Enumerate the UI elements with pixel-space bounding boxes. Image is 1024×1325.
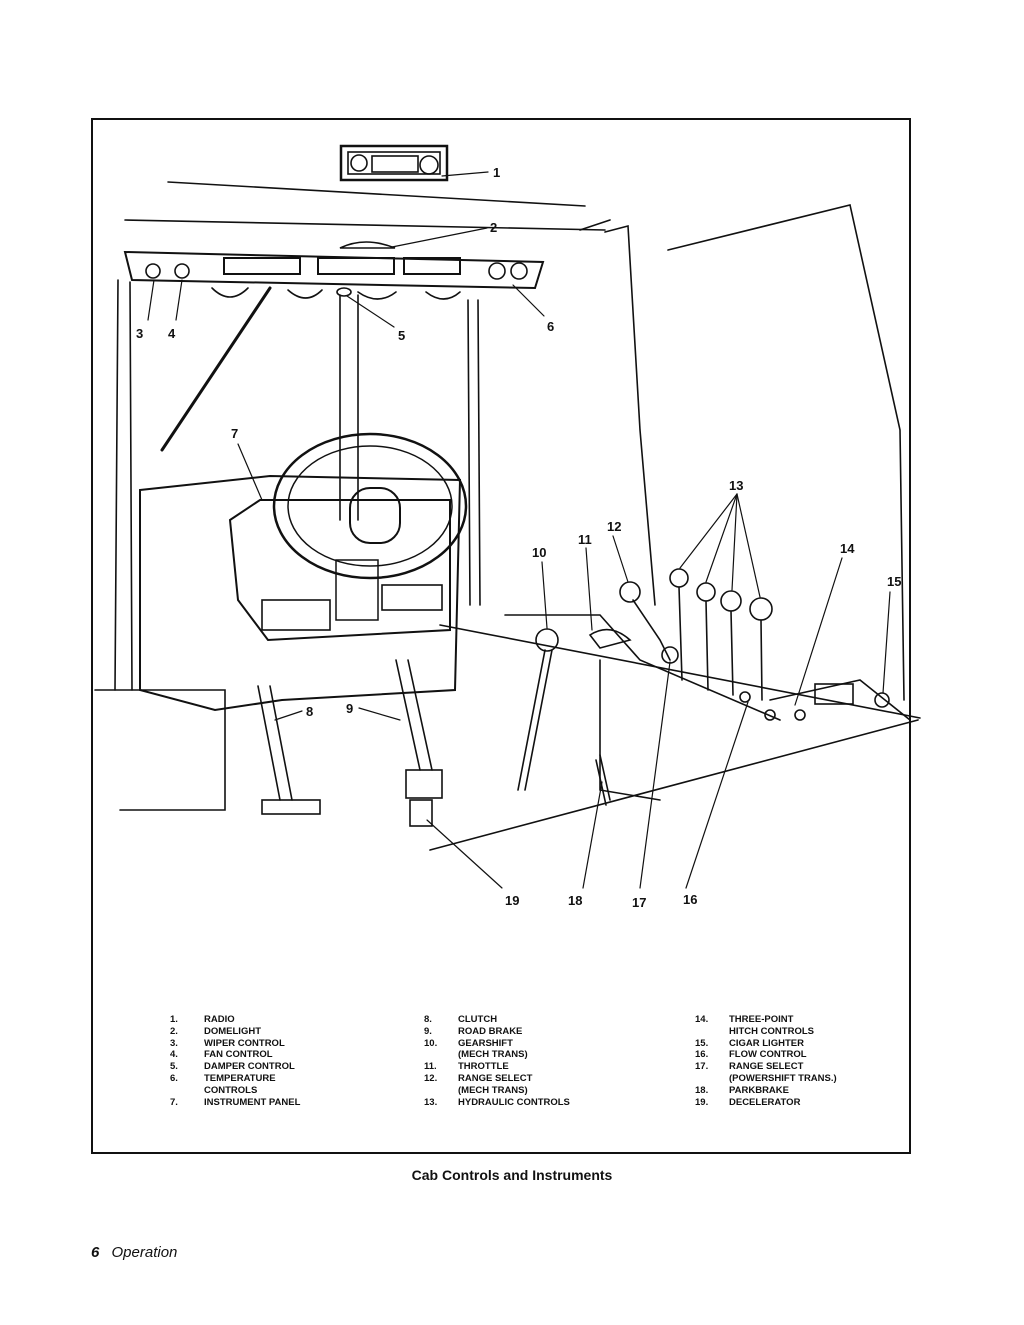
legend-number: 3. — [170, 1037, 178, 1049]
section-title: Operation — [111, 1244, 178, 1261]
callout-10: 10 — [532, 545, 546, 560]
legend-number: 12. — [424, 1072, 438, 1084]
callout-3: 3 — [136, 326, 143, 341]
legend-number: 2. — [170, 1025, 178, 1037]
legend-label: DAMPER CONTROL — [204, 1061, 295, 1073]
page-number: 6 — [91, 1244, 100, 1261]
legend-label: DECELERATOR — [729, 1096, 801, 1108]
legend-number: 15. — [695, 1037, 709, 1049]
callout-18: 18 — [568, 893, 582, 908]
legend-label: RANGE SELECT (MECH TRANS) — [458, 1072, 533, 1096]
legend-item: 16. FLOW CONTROL — [695, 1049, 837, 1061]
legend-label: TEMPERATURE CONTROLS — [204, 1072, 276, 1096]
legend-item: 4. FAN CONTROL — [170, 1049, 300, 1061]
legend-item: 3. WIPER CONTROL — [170, 1038, 300, 1050]
legend-label: FLOW CONTROL — [729, 1049, 807, 1061]
legend-number: 17. — [695, 1061, 709, 1073]
callout-2: 2 — [490, 220, 497, 235]
legend-number: 11. — [424, 1061, 437, 1073]
legend-number: 19. — [695, 1096, 709, 1108]
legend-column-2: 8. CLUTCH 9. ROAD BRAKE 10. GEARSHIFT (MECH… — [424, 1014, 570, 1108]
overhead-console — [123, 250, 545, 300]
figure-caption: Cab Controls and Instruments — [411, 1167, 613, 1183]
pedals — [257, 659, 443, 827]
legend-number: 7. — [170, 1096, 178, 1108]
leader-lines — [147, 171, 891, 889]
legend-number: 6. — [170, 1072, 178, 1084]
callout-13: 13 — [729, 478, 743, 493]
legend-number: 9. — [424, 1025, 432, 1037]
legend-item: 7. INSTRUMENT PANEL — [170, 1097, 300, 1109]
legend-item: 11. THROTTLE — [424, 1061, 570, 1073]
legend-label: ROAD BRAKE — [458, 1025, 523, 1037]
legend-label: FAN CONTROL — [204, 1049, 273, 1061]
legend-number: 5. — [170, 1061, 178, 1073]
legend-number: 8. — [424, 1014, 432, 1025]
legend-number: 10. — [424, 1037, 438, 1049]
legend-label: CIGAR LIGHTER — [729, 1037, 804, 1049]
callout-15: 15 — [887, 574, 901, 589]
domelight-shape — [339, 241, 396, 249]
legend-item: 12. RANGE SELECT (MECH TRANS) — [424, 1073, 570, 1097]
legend-item: 15. CIGAR LIGHTER — [695, 1038, 837, 1050]
callout-12: 12 — [607, 519, 621, 534]
legend-item: 1. RADIO — [170, 1014, 300, 1026]
radio-unit — [339, 144, 449, 182]
steering-wheel — [272, 432, 468, 621]
callout-4: 4 — [168, 326, 176, 341]
callout-19: 19 — [505, 893, 519, 908]
legend-item: 6. TEMPERATURE CONTROLS — [170, 1073, 300, 1097]
page-footer: 6 Operation — [91, 1244, 177, 1261]
callout-14: 14 — [840, 541, 855, 556]
callout-9: 9 — [346, 701, 353, 716]
legend-item: 5. DAMPER CONTROL — [170, 1061, 300, 1073]
legend-label: RANGE SELECT (POWERSHIFT TRANS.) — [729, 1061, 837, 1084]
legend-item: 14. THREE-POINT HITCH CONTROLS — [695, 1014, 837, 1038]
legend-label: HYDRAULIC CONTROLS — [458, 1096, 570, 1108]
callout-1: 1 — [493, 165, 500, 180]
instrument-panel — [228, 499, 451, 642]
legend-item: 8. CLUTCH — [424, 1014, 570, 1026]
legend-item: 13. HYDRAULIC CONTROLS — [424, 1097, 570, 1109]
legend-label: GEARSHIFT (MECH TRANS) — [458, 1037, 528, 1061]
callout-8: 8 — [306, 704, 313, 719]
legend-label: THROTTLE — [458, 1061, 509, 1073]
legend-number: 4. — [170, 1049, 178, 1061]
legend-label: PARKBRAKE — [729, 1084, 789, 1096]
legend-item: 10. GEARSHIFT (MECH TRANS) — [424, 1038, 570, 1062]
legend-number: 14. — [695, 1014, 709, 1025]
legend-item: 19. DECELERATOR — [695, 1097, 837, 1109]
legend-column-3: 14. THREE-POINT HITCH CONTROLS 15. CIGAR L… — [695, 1014, 837, 1108]
legend-item: 2. DOMELIGHT — [170, 1026, 300, 1038]
legend-number: 18. — [695, 1084, 709, 1096]
legend-item: 18. PARKBRAKE — [695, 1085, 837, 1097]
callout-7: 7 — [231, 426, 238, 441]
callout-17: 17 — [632, 895, 646, 910]
callout-labels: 1 2 3 4 5 6 7 8 9 10 11 12 13 14 15 16 1… — [136, 165, 901, 910]
callout-6: 6 — [547, 319, 554, 334]
legend-number: 13. — [424, 1096, 438, 1108]
legend-number: 16. — [695, 1049, 709, 1061]
levers — [517, 568, 890, 806]
figure-frame — [91, 118, 911, 1154]
callout-5: 5 — [398, 328, 405, 343]
legend-item: 17. RANGE SELECT (POWERSHIFT TRANS.) — [695, 1061, 837, 1085]
callout-16: 16 — [683, 892, 697, 907]
legend-number: 1. — [170, 1014, 178, 1025]
legend-label: DOMELIGHT — [204, 1025, 261, 1037]
callout-11: 11 — [578, 532, 592, 547]
legend-label: RADIO — [204, 1014, 235, 1025]
legend-label: CLUTCH — [458, 1014, 498, 1025]
legend-label: THREE-POINT HITCH CONTROLS — [729, 1014, 814, 1037]
legend-item: 9. ROAD BRAKE — [424, 1026, 570, 1038]
legend-label: INSTRUMENT PANEL — [204, 1096, 301, 1108]
legend-column-1: 1. RADIO 2. DOMELIGHT 3. WIPER CONTROL 4. FA… — [170, 1014, 300, 1108]
legend-label: WIPER CONTROL — [204, 1037, 285, 1049]
